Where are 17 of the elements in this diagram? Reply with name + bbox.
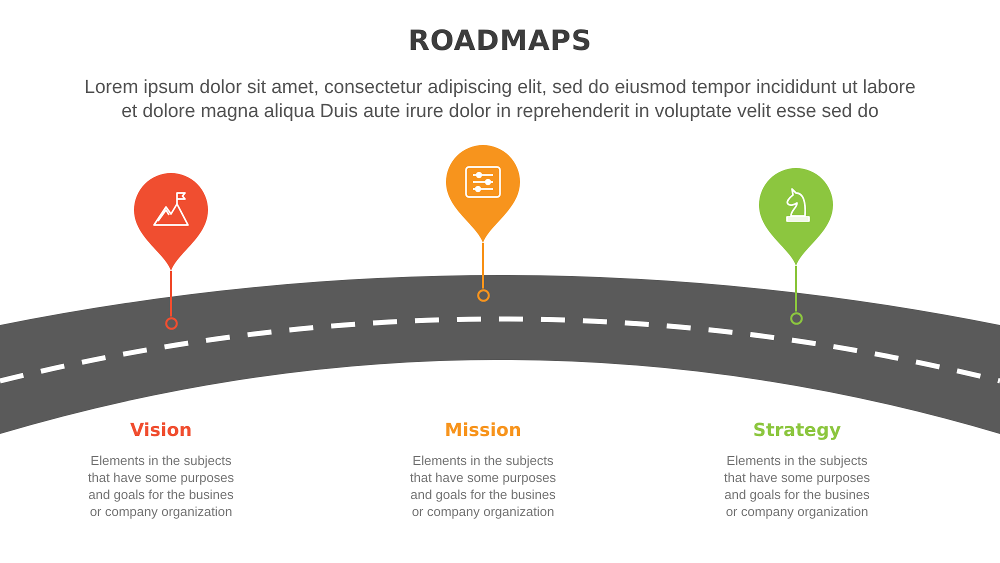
pin-stem-line (482, 243, 484, 288)
section-description: Elements in the subjects that have some purposes and goals for the busines or company organization (409, 452, 557, 520)
map-pin (759, 168, 833, 266)
section-heading: Vision (130, 420, 192, 441)
map-pin (134, 173, 208, 271)
marker-dot (164, 316, 178, 330)
section-description: Elements in the subjects that have some purposes and goals for the busines or company organization (723, 452, 871, 520)
section-heading: Strategy (752, 420, 842, 441)
map-pin (446, 145, 520, 243)
marker-dot (790, 312, 802, 324)
title: ROADMAPS (408, 24, 592, 57)
pin-stem-line (170, 271, 172, 316)
section-heading: Mission (444, 420, 522, 441)
section-description: Elements in the subjects that have some purposes and goals for the busines or company organization (87, 452, 235, 520)
marker-dot (476, 288, 490, 302)
subtitle-text: Lorem ipsum dolor sit amet, consectetur adipiscing elit, sed do eiusmod tempor incididunt ut labore et dolore magna aliqua Duis aute irure dolor in reprehenderit in voluptate velit esse sed do (84, 77, 916, 122)
pin-stem-line (795, 266, 797, 312)
